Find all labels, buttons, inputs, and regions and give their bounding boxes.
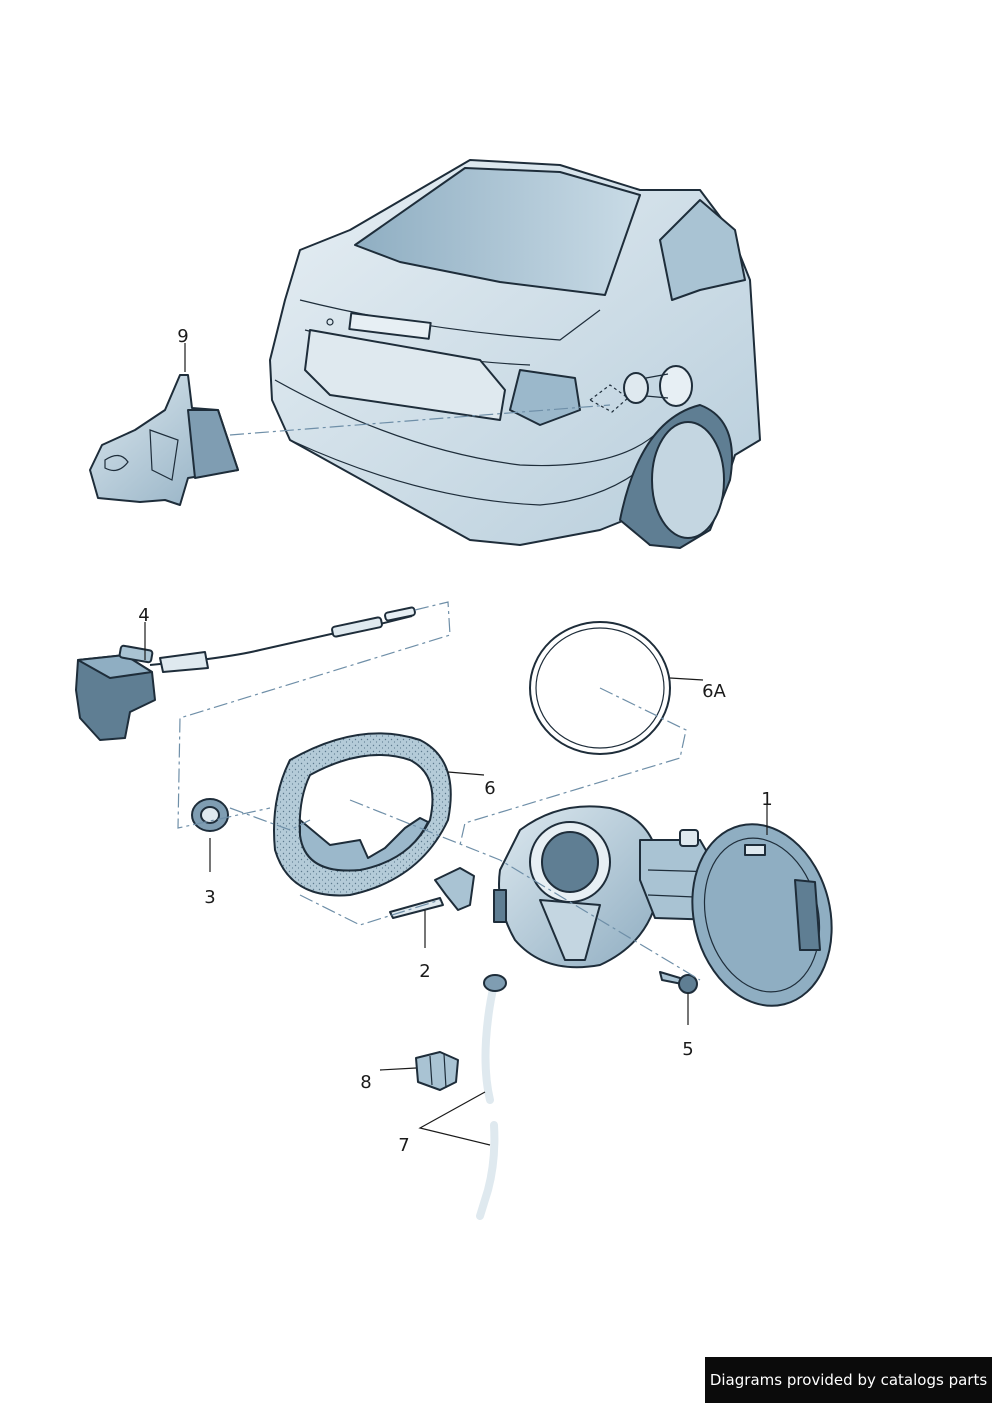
part-2-pin bbox=[389, 867, 475, 919]
callout-7: 7 bbox=[398, 1135, 409, 1156]
part-6-housing-seal bbox=[273, 732, 452, 897]
callout-3: 3 bbox=[204, 887, 215, 908]
callout-6: 6 bbox=[484, 778, 495, 799]
car-rear-illustration bbox=[269, 159, 761, 549]
callout-leaders bbox=[144, 343, 768, 1146]
part-6a-seal-ring bbox=[529, 621, 671, 755]
part-7-drain-hoses bbox=[476, 974, 507, 1220]
callout-5: 5 bbox=[682, 1039, 693, 1060]
callout-6a: 6A bbox=[702, 681, 726, 702]
credit-banner: Diagrams provided by catalogs parts bbox=[705, 1357, 992, 1403]
part-4-actuator bbox=[75, 606, 416, 741]
part-8-clip bbox=[415, 1051, 459, 1091]
callout-4: 4 bbox=[138, 605, 149, 626]
part-9-bracket bbox=[89, 374, 239, 506]
callout-8: 8 bbox=[360, 1072, 371, 1093]
leader-9-to-car bbox=[229, 404, 611, 436]
callout-9: 9 bbox=[177, 326, 188, 347]
assembly-dash-lines bbox=[177, 601, 701, 981]
callout-1: 1 bbox=[761, 789, 772, 810]
callout-2: 2 bbox=[419, 961, 430, 982]
part-3-grommet bbox=[191, 798, 229, 832]
part-1-fuel-door-assembly bbox=[493, 805, 833, 1007]
